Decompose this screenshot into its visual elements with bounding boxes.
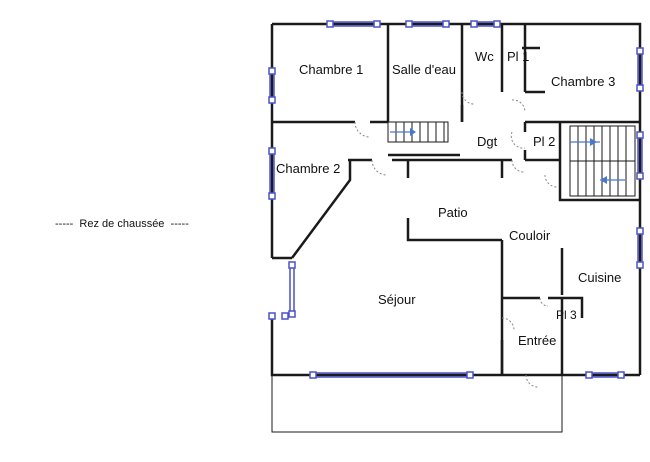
room-label-pl3: Pl 3 <box>556 308 577 322</box>
room-label-chambre-2: Chambre 2 <box>276 161 341 176</box>
room-label-patio: Patio <box>438 205 468 220</box>
room-label-sejour: Séjour <box>378 292 416 307</box>
stairs-right-arrowhead-bottom <box>600 176 607 184</box>
room-label-pl1: Pl 1 <box>507 49 530 64</box>
floor-caption: ----- Rez de chaussée ----- <box>55 218 189 230</box>
stairs-right-arrowhead-top <box>590 138 597 146</box>
room-label-dgt: Dgt <box>477 134 498 149</box>
room-label-entree: Entrée <box>518 333 557 348</box>
room-label-cuisine: Cuisine <box>578 270 622 285</box>
terrace-outline <box>271 375 563 433</box>
windows <box>268 20 644 379</box>
room-label-chambre-1: Chambre 1 <box>299 62 364 77</box>
doors <box>354 91 558 388</box>
stairs-right <box>569 125 636 197</box>
stairs-left-arrowhead <box>410 128 416 136</box>
room-label-couloir: Couloir <box>509 228 551 243</box>
room-label-wc: Wc <box>475 49 494 64</box>
room-label-salle-eau: Salle d'eau <box>392 62 456 77</box>
room-label-chambre-3: Chambre 3 <box>551 74 616 89</box>
interior-walls <box>272 24 640 375</box>
room-label-pl2: Pl 2 <box>533 134 556 149</box>
